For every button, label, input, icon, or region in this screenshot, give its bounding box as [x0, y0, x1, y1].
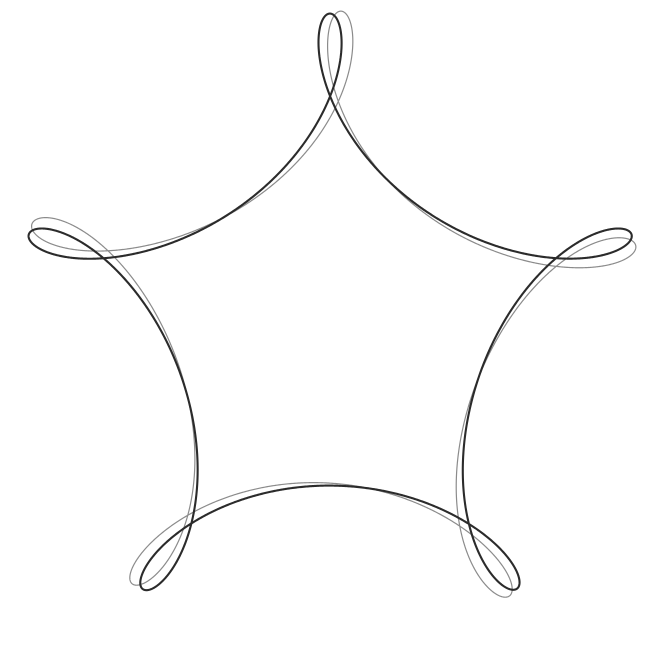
spirograph-curve-primary — [29, 14, 632, 591]
spirograph-curve-echo — [32, 11, 636, 597]
